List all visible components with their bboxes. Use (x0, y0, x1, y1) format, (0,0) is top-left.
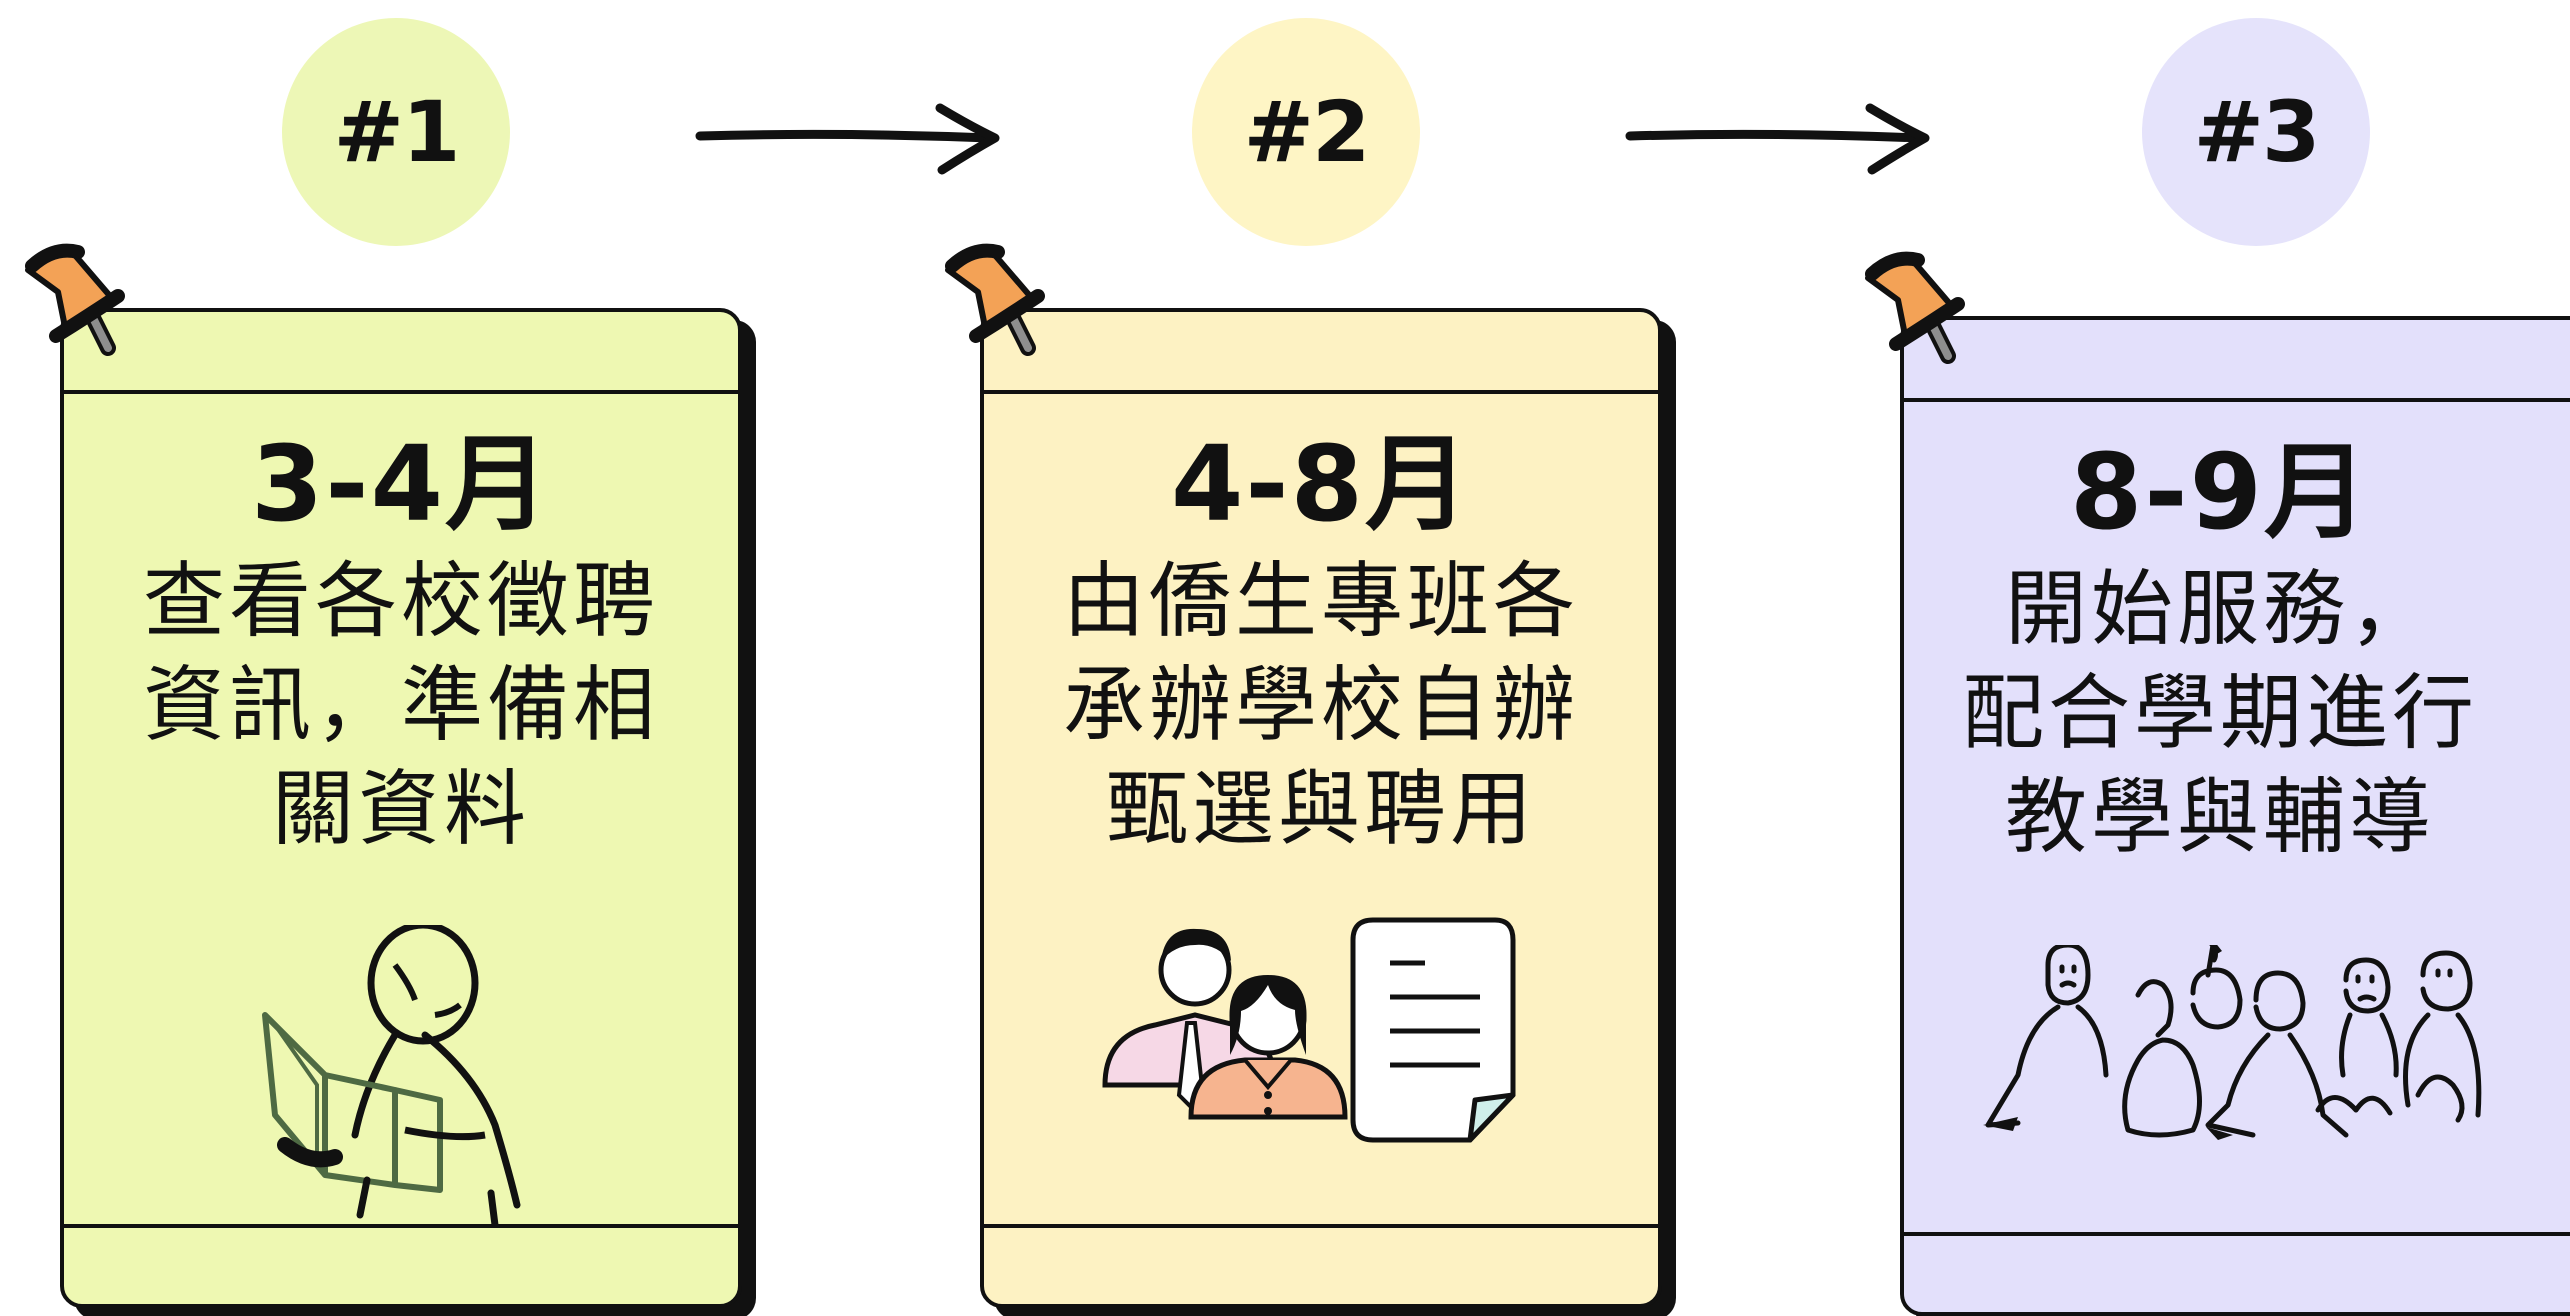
step-1-line: 關資料 (271, 762, 530, 857)
step-2-line: 甄選與聘用 (1105, 762, 1536, 857)
step-2-description: 由僑生專班各 承辦學校自辦 甄選與聘用 (1004, 550, 1638, 862)
arrow-right-icon (695, 103, 1000, 175)
step-1-line: 資訊，準備相 (142, 658, 659, 753)
step-2-line: 由僑生專班各 (1062, 554, 1579, 649)
card-top-divider (1904, 398, 2570, 402)
classroom-students-icon (1983, 945, 2482, 1140)
card-bottom-divider (64, 1224, 738, 1228)
interview-document-icon (1102, 917, 1516, 1143)
pushpin-icon (25, 243, 125, 356)
card-bottom-divider (1904, 1232, 2570, 1236)
step-3-badge: #3 (2142, 18, 2370, 246)
card-bottom-divider (984, 1224, 1658, 1228)
arrow-right-icon (1625, 103, 1930, 175)
person-reading-book-icon (262, 925, 521, 1225)
card-top-divider (984, 390, 1658, 394)
step-2-badge: #2 (1192, 18, 1420, 246)
step-3-description: 開始服務， 配合學期進行 教學與輔導 (1894, 558, 2546, 870)
step-1-description: 查看各校徵聘 資訊，準備相 關資料 (84, 550, 718, 862)
step-2-line: 承辦學校自辦 (1062, 658, 1579, 753)
step-2-number: #2 (1243, 83, 1371, 181)
step-3-number: #3 (2193, 83, 2321, 181)
step-3-line: 開始服務， (2004, 562, 2435, 657)
step-1-card: 3-4月 查看各校徵聘 資訊，準備相 關資料 (60, 308, 742, 1308)
pushpin-icon (1865, 251, 1965, 364)
card-top-divider (64, 390, 738, 394)
pushpin-icon (945, 243, 1045, 356)
step-1-badge: #1 (282, 18, 510, 246)
step-3-line: 配合學期進行 (1961, 666, 2478, 761)
step-3-card: 8-9月 開始服務， 配合學期進行 教學與輔導 (1900, 316, 2570, 1316)
step-1-number: #1 (333, 83, 461, 181)
step-1-line: 查看各校徵聘 (142, 554, 659, 649)
step-3-line: 教學與輔導 (2004, 770, 2435, 865)
step-3-period: 8-9月 (2070, 431, 2370, 553)
step-2-period: 4-8月 (1171, 423, 1471, 545)
step-2-card: 4-8月 由僑生專班各 承辦學校自辦 甄選與聘用 (980, 308, 1662, 1308)
step-1-period: 3-4月 (251, 423, 551, 545)
